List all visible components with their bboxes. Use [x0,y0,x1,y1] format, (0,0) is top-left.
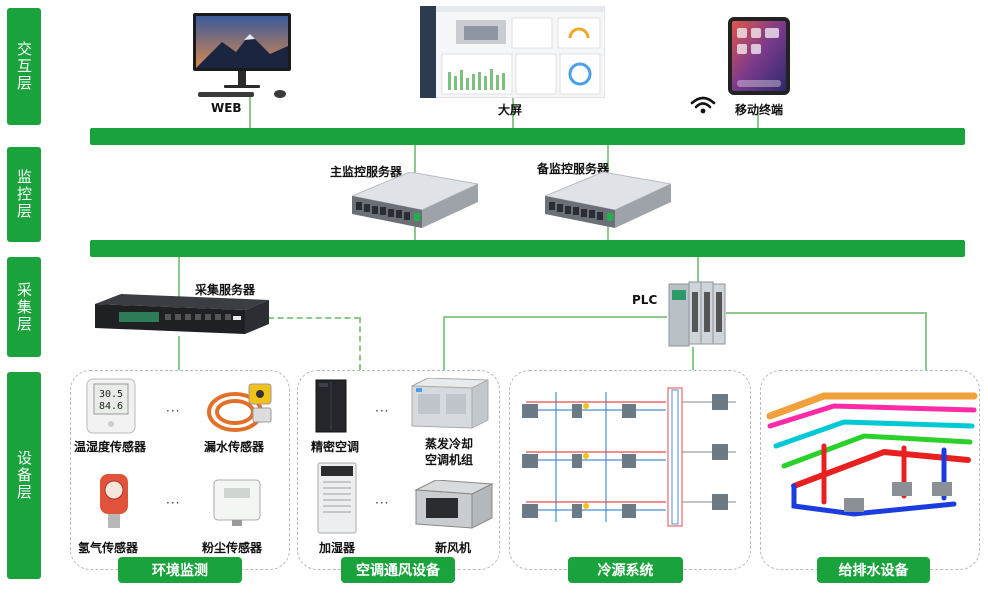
layer-interaction: 交互层 [7,8,41,125]
tablet-icon [728,17,790,95]
connector-bigscreen [512,97,514,128]
mobile-label: 移动终端 [735,103,784,117]
wifi-icon [690,96,716,114]
plc-label: PLC [632,293,658,307]
network-bus-top [90,128,965,145]
collect-dash-v [359,317,361,370]
dust-sensor-icon [213,479,261,526]
fresh-air-unit-icon [414,480,494,529]
water-piping-diagram [766,392,978,517]
evaporative-cooler-icon [411,378,489,429]
collect-server-label: 采集服务器 [195,283,256,297]
hvac-item-2-line2: 空调机组 [424,453,473,467]
connector-plc [697,257,699,282]
plc-line-right [726,312,926,314]
group-cooling-title: 冷源系统 [568,557,683,583]
group-hvac-title: 空调通风设备 [341,557,455,583]
connector-collect-server [178,257,180,297]
bigscreen-label: 大屏 [498,103,523,117]
water-leak-sensor-icon [207,383,272,432]
backup-server-label: 备监控服务器 [537,162,610,176]
web-label: WEB [211,101,242,115]
ellipsis: ··· [166,404,181,418]
env-item-4: 粉尘传感器 [202,541,263,555]
temp-reading: 30.5 [99,389,123,400]
temp-humidity-sensor-icon: 30.5 84.6 [86,378,136,434]
hydrogen-sensor-icon [100,474,128,528]
env-item-1: 温湿度传感器 [74,440,147,454]
hvac-item-2: 蒸发冷却 空调机组 [419,436,479,468]
ellipsis: ··· [375,496,390,510]
collect-drop-env [178,336,180,370]
layer-device: 设备层 [7,372,41,579]
collect-server-icon [95,294,269,334]
hvac-item-3: 加湿器 [319,541,356,555]
main-server-icon [352,172,478,228]
plc-drop-water [925,312,927,370]
plc-line-left [443,316,667,318]
collect-dash-h [268,317,360,319]
ellipsis: ··· [375,404,390,418]
network-bus-middle [90,240,965,257]
plc-drop-hvac [443,316,445,370]
layer-monitor: 监控层 [7,147,41,242]
backup-server-icon [545,172,671,228]
hvac-item-4: 新风机 [435,541,472,555]
main-server-label: 主监控服务器 [330,165,403,179]
connector-mobile [757,112,759,128]
dashboard-screen-icon [420,6,605,98]
humidity-reading: 84.6 [99,401,123,412]
humidifier-icon [317,462,357,534]
plc-drop-cooling [692,347,694,370]
connector-web [249,97,251,128]
group-env-title: 环境监测 [118,557,242,583]
env-item-2: 漏水传感器 [204,440,265,454]
env-item-3: 氢气传感器 [78,541,139,555]
group-water-title: 给排水设备 [817,557,930,583]
hvac-item-2-line1: 蒸发冷却 [424,437,473,451]
ellipsis: ··· [166,496,181,510]
desktop-monitor-icon [193,13,291,98]
layer-collection: 采集层 [7,257,41,357]
cooling-system-diagram [522,387,736,527]
precision-ac-icon [315,379,347,433]
hvac-item-1: 精密空调 [311,440,360,454]
plc-icon [668,281,726,347]
